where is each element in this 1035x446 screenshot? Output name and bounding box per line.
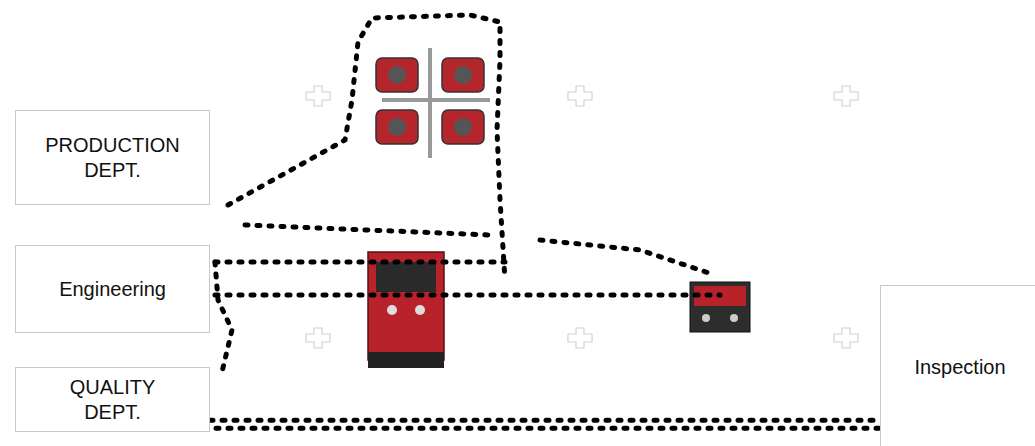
footprint-trail (215, 15, 720, 372)
department-box: QUALITY DEPT. (15, 367, 210, 432)
welder-small (690, 282, 750, 332)
welder-large (368, 252, 444, 368)
department-box: Engineering (15, 245, 210, 333)
footprint-connector-track (210, 426, 880, 431)
box-label: Inspection (914, 355, 1005, 380)
department-box: PRODUCTION DEPT. (15, 110, 210, 205)
box-label: Engineering (59, 277, 166, 302)
plus-icons (306, 86, 858, 348)
machine-cluster (376, 48, 490, 158)
box-label: QUALITY DEPT. (58, 375, 168, 425)
department-box: Inspection (880, 285, 1035, 446)
footprint-connector (210, 418, 880, 423)
box-text-wrap: PRODUCTION DEPT. (38, 133, 188, 183)
box-text-wrap: QUALITY DEPT. (58, 375, 168, 425)
box-label: PRODUCTION DEPT. (38, 133, 188, 183)
box-text-wrap: Engineering (59, 277, 166, 302)
box-text-wrap: Inspection (914, 355, 1005, 380)
